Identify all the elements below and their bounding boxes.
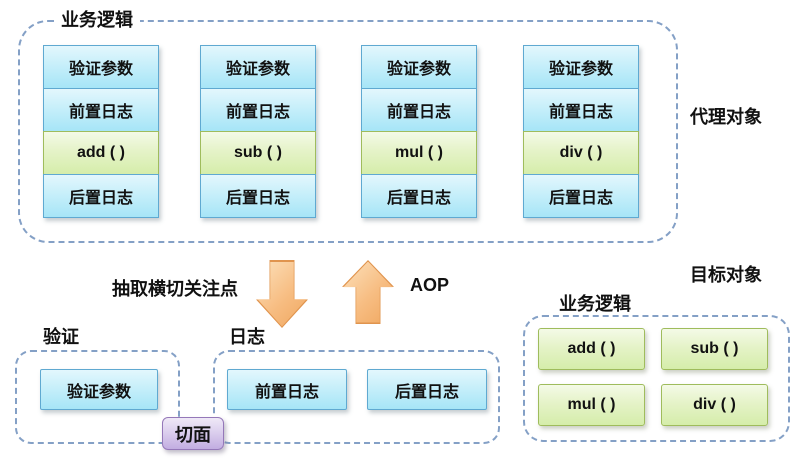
validation-group-label: 验证 xyxy=(36,326,86,348)
method-column-div: 验证参数 前置日志 div ( ) 后置日志 xyxy=(523,45,639,218)
validation-box: 验证参数 xyxy=(40,369,158,410)
up-arrow-icon xyxy=(342,260,394,324)
method-column-add: 验证参数 前置日志 add ( ) 后置日志 xyxy=(43,45,159,218)
cell-validate: 验证参数 xyxy=(200,45,316,89)
target-method-div: div ( ) xyxy=(661,384,768,426)
pre-log-box: 前置日志 xyxy=(227,369,347,410)
logging-group-label: 日志 xyxy=(222,326,272,348)
logging-group-container xyxy=(213,350,500,444)
target-side-label: 目标对象 xyxy=(690,265,762,285)
cell-post-log: 后置日志 xyxy=(43,174,159,218)
method-column-mul: 验证参数 前置日志 mul ( ) 后置日志 xyxy=(361,45,477,218)
proxy-side-label: 代理对象 xyxy=(690,107,762,127)
cell-post-log: 后置日志 xyxy=(523,174,639,218)
cell-method: add ( ) xyxy=(43,131,159,175)
target-method-mul: mul ( ) xyxy=(538,384,645,426)
cell-pre-log: 前置日志 xyxy=(523,88,639,132)
cell-method: div ( ) xyxy=(523,131,639,175)
extract-crosscut-label: 抽取横切关注点 xyxy=(112,279,238,299)
target-group-label: 业务逻辑 xyxy=(552,293,638,315)
aop-label: AOP xyxy=(410,275,450,295)
cell-method: mul ( ) xyxy=(361,131,477,175)
proxy-group-container xyxy=(18,20,678,243)
target-group-container xyxy=(523,315,790,442)
cell-method: sub ( ) xyxy=(200,131,316,175)
cell-pre-log: 前置日志 xyxy=(361,88,477,132)
validation-group-container xyxy=(15,350,180,444)
cell-pre-log: 前置日志 xyxy=(43,88,159,132)
cell-pre-log: 前置日志 xyxy=(200,88,316,132)
aspect-badge: 切面 xyxy=(162,417,224,450)
cell-validate: 验证参数 xyxy=(361,45,477,89)
target-method-add: add ( ) xyxy=(538,328,645,370)
down-arrow-icon xyxy=(256,260,308,328)
cell-validate: 验证参数 xyxy=(523,45,639,89)
cell-post-log: 后置日志 xyxy=(361,174,477,218)
method-column-sub: 验证参数 前置日志 sub ( ) 后置日志 xyxy=(200,45,316,218)
target-method-sub: sub ( ) xyxy=(661,328,768,370)
cell-post-log: 后置日志 xyxy=(200,174,316,218)
cell-validate: 验证参数 xyxy=(43,45,159,89)
proxy-group-label: 业务逻辑 xyxy=(54,9,140,31)
post-log-box: 后置日志 xyxy=(367,369,487,410)
